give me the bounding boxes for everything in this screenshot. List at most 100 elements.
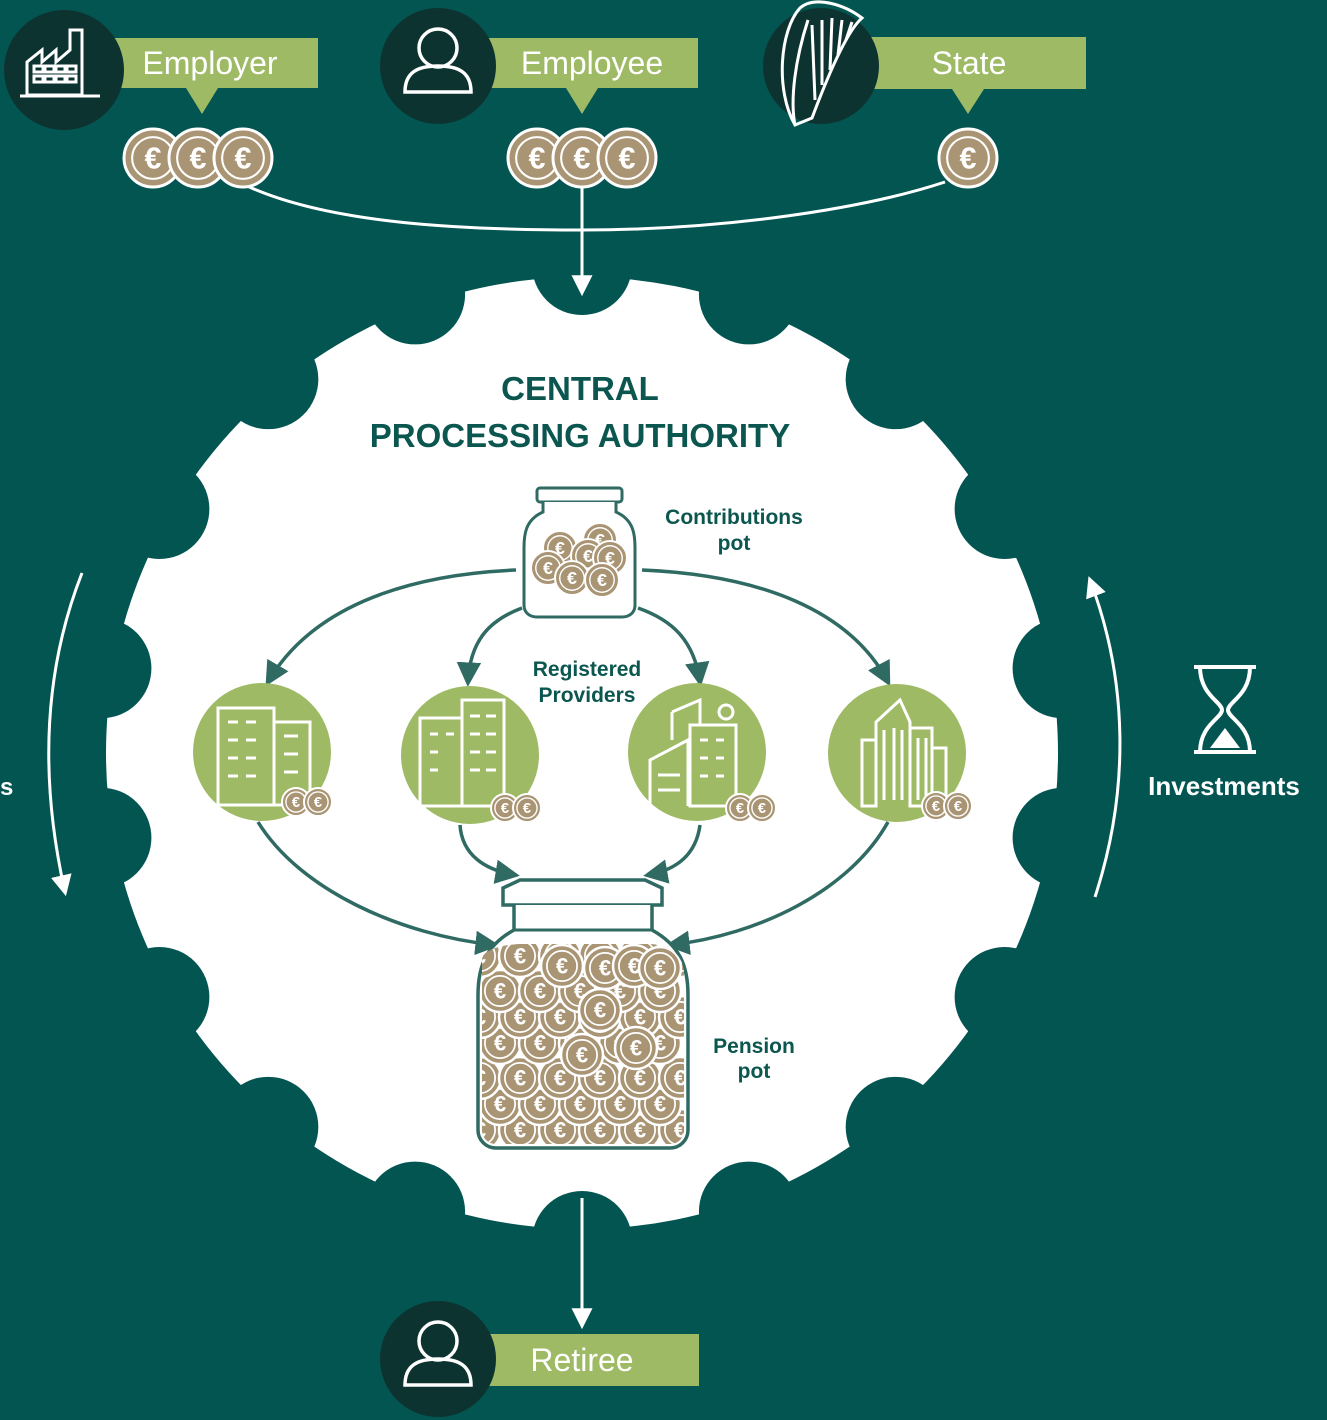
svg-text:€: € (614, 1092, 626, 1117)
gear-notch (954, 947, 1055, 1047)
euro-coin-icon: € (497, 1055, 543, 1101)
svg-text:€: € (594, 1118, 606, 1143)
euro-coin-icon: € (551, 127, 613, 189)
state-coins: € (937, 127, 999, 189)
svg-text:€: € (634, 1118, 646, 1143)
euro-coin-icon: € (506, 127, 568, 189)
svg-text:€: € (574, 141, 591, 175)
svg-text:€: € (674, 1118, 686, 1143)
contributions-label-line2: pot (718, 532, 751, 555)
employer-label-box (95, 38, 318, 88)
svg-text:€: € (514, 944, 526, 969)
svg-text:€: € (534, 1092, 546, 1117)
gear (51, 215, 1113, 1291)
svg-text:€: € (494, 1092, 506, 1117)
arrow-from-provider-2 (458, 824, 520, 884)
svg-text:€: € (474, 1066, 486, 1091)
euro-coin-icon: € (539, 944, 585, 989)
svg-text:€: € (654, 1092, 666, 1117)
euro-coin-icon: € (554, 560, 590, 596)
provider-coins: €€€€€€€€ (281, 787, 973, 823)
gear-notch (1012, 787, 1113, 888)
euro-coin-icon: € (657, 1055, 686, 1101)
svg-text:€: € (474, 1005, 486, 1030)
employee-label: Employee (521, 45, 663, 81)
svg-text:€: € (583, 546, 593, 566)
svg-text:€: € (567, 568, 577, 588)
building-icon (418, 698, 506, 808)
svg-text:€: € (529, 141, 546, 175)
euro-coin-icon: € (943, 791, 973, 821)
svg-text:€: € (674, 1066, 686, 1091)
retiree-label: Retiree (530, 1342, 633, 1378)
provider-3 (628, 683, 766, 821)
gear-notch (365, 1161, 466, 1262)
arrow-from-provider-4 (665, 821, 890, 956)
svg-text:€: € (474, 1118, 486, 1143)
employee-party: Employee (380, 8, 698, 124)
euro-coin-icon: € (584, 562, 620, 598)
svg-text:€: € (514, 1118, 526, 1143)
euro-coin-icon: € (596, 127, 658, 189)
svg-text:€: € (599, 956, 611, 981)
gear-notch (365, 244, 466, 345)
providers-label-line2: Providers (539, 684, 636, 707)
svg-text:€: € (634, 1066, 646, 1091)
employee-pointer (566, 88, 598, 114)
svg-text:€: € (597, 570, 607, 590)
euro-coin-icon: € (613, 1025, 659, 1071)
svg-text:€: € (594, 998, 606, 1023)
providers-label-line1: Registered (533, 658, 642, 681)
contributions-coins: €€€€€€€ (530, 522, 628, 598)
building-icon (648, 697, 738, 808)
svg-text:€: € (654, 956, 666, 981)
euro-coin-icon: € (212, 127, 274, 189)
svg-text:€: € (605, 548, 615, 568)
state-label: State (932, 45, 1007, 81)
euro-coin-icon: € (122, 127, 184, 189)
contributions-pot: €€€€€€€ (522, 486, 637, 619)
euro-coin-icon: € (747, 793, 777, 823)
svg-text:€: € (534, 979, 546, 1004)
euro-coin-icon: € (937, 127, 999, 189)
svg-text:€: € (554, 1066, 566, 1091)
employee-coins: € € € (506, 127, 658, 189)
pension-pot: €€€€€€€€€€€€€€€€€€€€€€€€€€€€€€€€€€€€€€€€… (474, 878, 690, 1150)
euro-coin-icon: € (577, 987, 623, 1033)
arrow-to-provider-3 (637, 606, 710, 687)
contributions-label-line1: Contributions (665, 506, 803, 529)
svg-text:€: € (628, 954, 640, 979)
svg-text:€: € (932, 799, 940, 815)
gear-notches (51, 215, 1113, 1291)
svg-text:€: € (514, 1066, 526, 1091)
left-side-label: s (0, 774, 13, 801)
svg-text:€: € (619, 141, 636, 175)
svg-text:€: € (960, 141, 977, 175)
svg-text:€: € (954, 799, 962, 815)
factory-icon (20, 28, 100, 98)
svg-text:€: € (555, 538, 565, 558)
euro-coin-icon: € (167, 127, 229, 189)
gear-notch (698, 1161, 799, 1262)
svg-text:€: € (554, 1005, 566, 1030)
gear-notch (845, 329, 946, 430)
svg-text:€: € (554, 1118, 566, 1143)
pension-label-line1: Pension (713, 1035, 795, 1058)
gear-body (106, 277, 1058, 1229)
employer-pointer (186, 88, 218, 114)
svg-text:€: € (190, 141, 207, 175)
contribution-flow (244, 180, 946, 1330)
arrow-from-provider-3 (643, 824, 702, 884)
provider-1-circle (193, 683, 331, 821)
retiree-label-box (475, 1334, 699, 1386)
gear-notch (1012, 618, 1113, 719)
right-cycle-arrow (1086, 576, 1122, 898)
euro-coin-icon: € (490, 793, 520, 823)
hourglass-icon (1194, 665, 1256, 754)
authority-title-line1: CENTRAL (501, 370, 659, 407)
svg-text:€: € (630, 1036, 642, 1061)
svg-text:€: € (145, 141, 162, 175)
svg-text:€: € (494, 979, 506, 1004)
person-icon (403, 1320, 473, 1387)
